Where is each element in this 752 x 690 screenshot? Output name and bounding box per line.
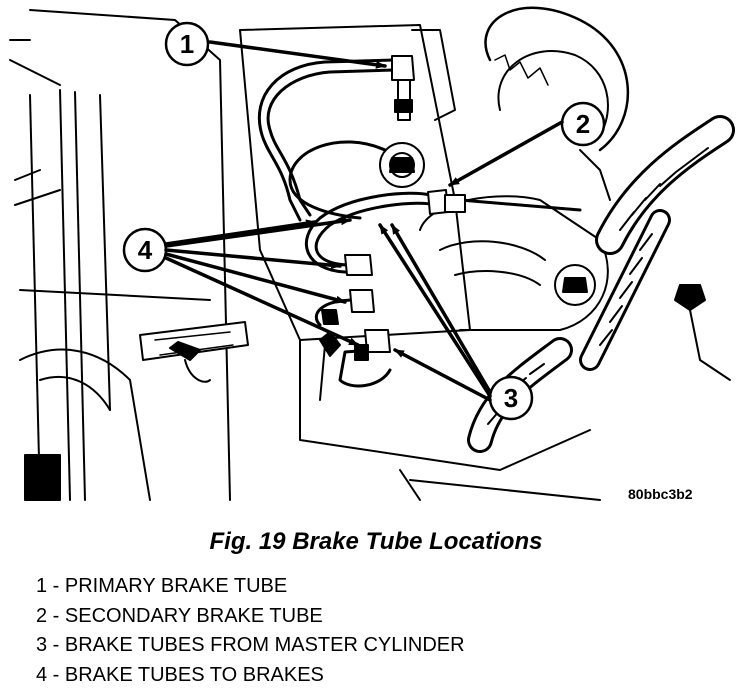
leader-arrows	[164, 40, 564, 402]
callout-2-label: 2	[576, 109, 590, 139]
legend-item-primary-brake-tube: 1 - PRIMARY BRAKE TUBE	[36, 575, 288, 597]
legend-list: 1 - PRIMARY BRAKE TUBE 2 - SECONDARY BRA…	[36, 572, 465, 690]
brake-booster	[239, 6, 630, 501]
callout-1-label: 1	[180, 29, 194, 59]
callout-1: 1	[164, 21, 210, 67]
legend-item-secondary-brake-tube: 2 - SECONDARY BRAKE TUBE	[36, 604, 323, 627]
callout-4: 4	[122, 227, 168, 273]
figure-id-code: 80bbc3b2	[628, 486, 693, 502]
callout-4-label: 4	[138, 235, 153, 265]
callout-3: 3	[488, 375, 534, 421]
legend-item-tubes-from-master-cylinder: 3 - BRAKE TUBES FROM MASTER CYLINDER	[36, 634, 465, 656]
legend-item-tubes-to-brakes: 4 - BRAKE TUBES TO BRAKES	[36, 663, 324, 686]
brake-tubes	[257, 58, 582, 388]
callout-3-label: 3	[504, 383, 518, 413]
figure-caption: Fig. 19 Brake Tube Locations	[209, 528, 543, 555]
vehicle-frame	[9, 9, 249, 501]
callout-2: 2	[560, 101, 606, 147]
brake-tube-illustration: 1 2 3 4	[9, 6, 735, 501]
tube-fittings	[321, 55, 466, 361]
